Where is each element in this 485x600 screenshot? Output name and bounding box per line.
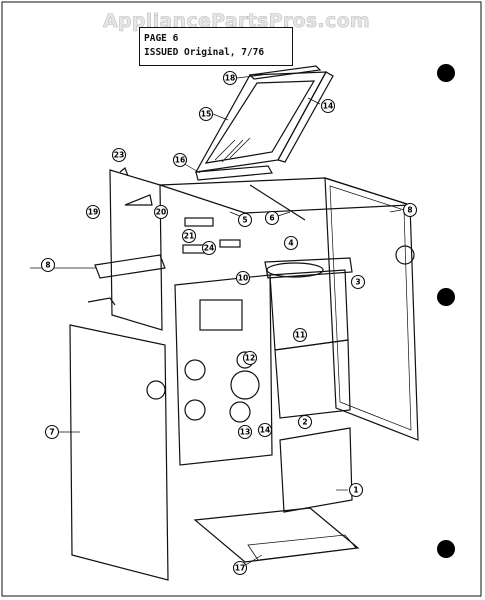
callout-16: 15 [198, 106, 214, 122]
callout-11: 11 [292, 327, 308, 343]
binder-hole-bottom [437, 540, 455, 558]
burner-front-panel [174, 274, 273, 466]
callout-8-left: 8 [40, 257, 56, 273]
svg-text:24: 24 [204, 244, 214, 253]
callout-7: 7 [44, 424, 60, 440]
binder-hole-middle [437, 288, 455, 306]
callout-19: 19 [85, 204, 101, 220]
watermark: AppliancePartsPros.com [103, 10, 371, 33]
trim-strip [94, 254, 166, 279]
page-number: PAGE 6 [144, 33, 179, 44]
svg-text:17: 17 [235, 564, 245, 573]
callout-5: 15 [237, 212, 253, 228]
callout-labels: 18 15 14 23 16 20 19 15 6 8 21 24 4 8 10… [40, 70, 418, 576]
callout-10: 10 [235, 270, 251, 286]
svg-text:23: 23 [114, 151, 124, 160]
svg-text:8: 8 [45, 261, 50, 270]
callout-14: 1414 [257, 422, 273, 438]
svg-text:10: 10 [238, 274, 248, 283]
callout-23: 23 [111, 147, 127, 163]
svg-text:14: 14 [323, 102, 333, 111]
svg-text:21: 21 [184, 232, 194, 241]
svg-text:4: 4 [288, 239, 293, 248]
lower-access-panel [279, 427, 353, 513]
callout-1: 1 [348, 482, 364, 498]
callout-20: 18 [222, 70, 238, 86]
svg-text:16: 16 [175, 156, 185, 165]
callout-6: 6 [264, 210, 280, 226]
svg-text:12: 12 [245, 354, 255, 363]
callout-2: 2 [297, 414, 313, 430]
callout-8-right: 8 [402, 202, 418, 218]
svg-text:7: 7 [49, 428, 54, 437]
right-side-panel [324, 177, 419, 441]
callout-18: 17 [232, 560, 248, 576]
callout-21: 20 [153, 204, 169, 220]
callout-13: 13 [237, 424, 253, 440]
svg-text:14: 14 [260, 426, 270, 435]
svg-text:5: 5 [242, 216, 247, 225]
callout-22: 21 [181, 228, 197, 244]
left-side-panel [109, 169, 163, 331]
svg-text:3: 3 [355, 278, 360, 287]
svg-text:19: 19 [88, 208, 98, 217]
svg-text:8: 8 [407, 206, 412, 215]
filter-frame [194, 71, 328, 173]
callout-4: 4 [283, 235, 299, 251]
svg-text:2: 2 [302, 418, 307, 427]
page-header-box: PAGE 6 ISSUED Original, 7/76 [139, 27, 293, 66]
svg-text:13: 13 [240, 428, 250, 437]
base-tray [193, 507, 360, 563]
svg-text:6: 6 [269, 214, 274, 223]
svg-text:1: 1 [353, 486, 358, 495]
svg-text:18: 18 [225, 74, 235, 83]
issued-date: ISSUED Original, 7/76 [144, 47, 265, 58]
callout-24: 24 [201, 240, 217, 256]
callout-12: 12 [242, 350, 258, 366]
svg-text:20: 20 [156, 208, 166, 217]
binder-hole-top [437, 64, 455, 82]
svg-text:15: 15 [201, 110, 211, 119]
svg-text:11: 11 [295, 331, 305, 340]
callout-15: 14 [320, 98, 336, 114]
callout-3: 3 [350, 274, 366, 290]
callout-17: 16 [172, 152, 188, 168]
front-door-panel [69, 324, 169, 581]
